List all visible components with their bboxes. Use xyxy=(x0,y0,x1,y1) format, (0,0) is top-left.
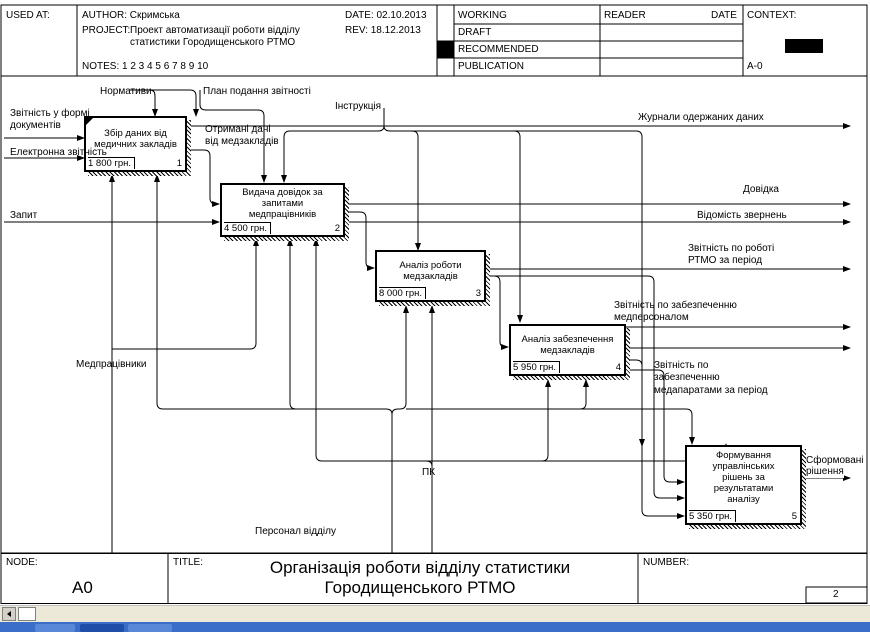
page-number: 2 xyxy=(833,589,839,600)
project-label: PROJECT: xyxy=(82,25,131,36)
arrow-personal xyxy=(154,174,393,553)
label-zvitnist-forma-2: документів xyxy=(10,120,61,131)
box-5-cost: 5 350 грн. xyxy=(689,510,737,522)
label-instrukcia: Інструкція xyxy=(335,101,382,112)
arrow-personal-4 xyxy=(406,379,589,410)
activity-box-4[interactable]: Аналіз забезпечення медзакладів 5 950 гр… xyxy=(509,324,626,376)
box-2-number: 2 xyxy=(334,223,340,234)
arrow-personal-3 xyxy=(287,238,297,410)
node-label: NODE: xyxy=(6,557,38,568)
diagram-title-line-1: Організація роботи відділу статистики xyxy=(269,558,571,577)
reader-date-label: DATE xyxy=(711,10,737,21)
taskbar-button[interactable] xyxy=(128,624,172,632)
arrow-2-to-3 xyxy=(345,211,375,271)
box-3-number: 3 xyxy=(475,288,481,299)
notes-field: NOTES: 1 2 3 4 5 6 7 8 9 10 xyxy=(82,61,209,72)
arrow-normatyvy-2 xyxy=(150,89,199,117)
project-line-1: Проект автоматизації роботи відділу xyxy=(130,25,300,36)
label-pk: ПК xyxy=(422,467,436,478)
arrow-med-to-2 xyxy=(112,238,259,350)
taskbar xyxy=(0,622,870,632)
box-1-title: Збір даних від медичних закладів xyxy=(94,128,177,150)
context-node: A-0 xyxy=(747,61,763,72)
box-corner-icon xyxy=(86,118,93,125)
box-2-title: Видача довідок за запитами медпрацівникі… xyxy=(242,187,323,220)
author-field: AUTHOR: Скримська xyxy=(82,10,180,21)
taskbar-button[interactable] xyxy=(35,624,75,632)
status-draft: DRAFT xyxy=(458,27,492,38)
arrow-4-to-5 xyxy=(626,359,685,519)
reader-label: READER xyxy=(604,10,646,21)
box-1-number: 1 xyxy=(176,158,182,169)
taskbar-button[interactable] xyxy=(80,624,124,632)
label-elektronna: Електронна звітність xyxy=(10,147,107,158)
activity-box-1[interactable]: Збір даних від медичних закладів 1 800 г… xyxy=(84,116,187,172)
arrow-instrukcia xyxy=(281,108,385,183)
number-label: NUMBER: xyxy=(643,557,690,568)
label-plan: План подання звітності xyxy=(203,86,311,97)
status-working: WORKING xyxy=(458,10,507,21)
diagram-header: USED AT: AUTHOR: Скримська DATE: 02.10.2… xyxy=(0,0,870,78)
label-zvit-robota-2: РТМО за період xyxy=(688,255,763,266)
box-5-title: Формування управлінських рішень за резул… xyxy=(712,450,775,505)
project-line-2: статистики Городищенського РТМО xyxy=(130,37,296,48)
box-3-title: Аналіз роботи медзакладів xyxy=(399,260,462,282)
arrow-otrymani xyxy=(188,149,220,207)
arrow-personal-5 xyxy=(580,408,695,445)
label-medpratsivnyky: Медпрацівники xyxy=(76,359,147,370)
box-4-cost: 5 950 грн. xyxy=(513,361,561,373)
rev-field: REV: 18.12.2013 xyxy=(345,25,421,36)
label-otrymani-2: від медзакладів xyxy=(205,136,279,147)
activity-box-5[interactable]: Формування управлінських рішень за резул… xyxy=(685,445,802,525)
label-otrymani-1: Отримані дані xyxy=(205,124,271,135)
footer-grid xyxy=(0,553,868,604)
label-dovidka: Довідка xyxy=(743,184,779,195)
label-zvit-aparat-2: забезпеченню xyxy=(654,372,720,383)
activity-box-2[interactable]: Видача довідок за запитами медпрацівникі… xyxy=(220,183,345,237)
label-vidomist: Відомість звернень xyxy=(697,210,787,221)
label-zvit-personal-1: Звітність по забезпеченню xyxy=(614,300,737,311)
used-at-label: USED AT: xyxy=(6,10,50,21)
box-5-number: 5 xyxy=(791,511,797,522)
label-zvit-aparat-3: медапаратами за період xyxy=(654,385,768,396)
arrow-3-to-5 xyxy=(486,275,685,501)
box-2-cost: 4 500 грн. xyxy=(224,222,272,234)
chevron-left-icon xyxy=(7,611,11,617)
label-personal: Персонал відділу xyxy=(255,526,336,537)
arrow-instrukcia-3 xyxy=(383,125,421,251)
label-zvit-robota-1: Звітність по роботі xyxy=(688,243,775,254)
activity-box-3[interactable]: Аналіз роботи медзакладів 8 000 грн. 3 xyxy=(375,250,486,302)
arrow-personal-2 xyxy=(391,305,409,415)
arrow-instrukcia-5 xyxy=(514,130,645,447)
label-zvit-aparat-1: Звітність по xyxy=(654,360,709,371)
diagram-title: Організація роботи відділу статистики Го… xyxy=(200,558,640,598)
box-1-cost: 1 800 грн. xyxy=(88,157,136,169)
label-zvit-personal-2: медперсоналом xyxy=(614,312,689,323)
box-4-number: 4 xyxy=(615,362,621,373)
label-zapyt: Запит xyxy=(10,210,38,221)
date-field: DATE: 02.10.2013 xyxy=(345,10,427,21)
scroll-left-button[interactable] xyxy=(2,607,16,621)
node-value: A0 xyxy=(72,578,93,597)
label-normatyvy: Нормативи xyxy=(100,86,152,97)
context-label: CONTEXT: xyxy=(747,10,797,21)
status-recommended: RECOMMENDED xyxy=(458,44,539,55)
horizontal-scrollbar[interactable] xyxy=(0,605,870,623)
label-zvitnist-forma-1: Звітність у формі xyxy=(10,108,90,119)
title-label: TITLE: xyxy=(173,557,204,568)
arrow-4-to-5b xyxy=(626,369,685,485)
label-zhurnaly: Журнали одержаних даних xyxy=(638,112,764,123)
arrow-plan xyxy=(199,90,267,183)
scroll-thumb[interactable] xyxy=(18,607,36,621)
status-publication: PUBLICATION xyxy=(458,61,524,72)
label-sformovani-2: рішення xyxy=(806,466,844,478)
box-3-cost: 8 000 грн. xyxy=(379,287,427,299)
diagram-title-line-2: Городищенського РТМО xyxy=(324,578,516,597)
label-sformovani-1: Сформовані xyxy=(806,455,864,467)
box-4-title: Аналіз забезпечення медзакладів xyxy=(521,334,614,356)
arrow-pk-2 xyxy=(426,379,551,462)
